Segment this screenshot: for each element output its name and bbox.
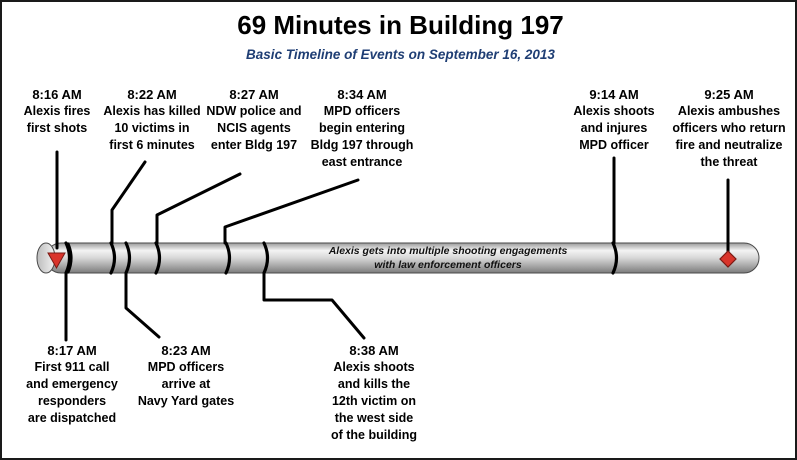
event-time: 8:22 AM — [127, 87, 177, 102]
event-time: 8:17 AM — [47, 343, 97, 358]
event-text: Bldg 197 through — [310, 138, 414, 152]
event-text: Alexis has killed — [103, 104, 201, 118]
event-time: 8:38 AM — [349, 343, 399, 358]
bar-caption-line-1: Alexis gets into multiple shooting engag… — [328, 245, 568, 257]
event-text: MPD officers — [323, 104, 401, 118]
event-text: are dispatched — [27, 411, 117, 425]
threat-neutralized-diamond-marker — [719, 250, 737, 268]
event-text: enter Bldg 197 — [210, 138, 298, 152]
ring-mark-823 — [124, 241, 132, 275]
event-914: 9:14 AM Alexis shoots and injures MPD of… — [562, 86, 666, 154]
ring-mark-838 — [262, 241, 270, 275]
event-text: 12th victim on — [331, 394, 417, 408]
ring-mark-827 — [154, 241, 162, 275]
event-text: first 6 minutes — [109, 138, 195, 152]
event-text: the threat — [700, 155, 758, 169]
event-time: 8:16 AM — [32, 87, 82, 102]
event-text: Alexis shoots — [573, 104, 655, 118]
page-subtitle: Basic Timeline of Events on September 16… — [246, 47, 555, 62]
event-time: 8:27 AM — [229, 87, 279, 102]
page-title: 69 Minutes in Building 197 — [237, 10, 564, 40]
event-838: 8:38 AM Alexis shoots and kills the 12th… — [316, 342, 432, 444]
event-816: 8:16 AM Alexis fires first shots — [17, 86, 97, 137]
leader-line-834 — [223, 178, 360, 245]
ring-mark-822 — [109, 241, 117, 275]
leader-line-823 — [124, 271, 161, 339]
event-827: 8:27 AM NDW police and NCIS agents enter… — [202, 86, 306, 154]
event-text: officers who return — [672, 121, 786, 135]
ring-mark-817 — [66, 242, 73, 274]
event-text: fire and neutralize — [675, 138, 783, 152]
event-text: MPD officers — [147, 360, 225, 374]
event-text: NDW police and — [206, 104, 302, 118]
event-822: 8:22 AM Alexis has killed 10 victims in … — [92, 86, 212, 154]
event-text: the west side — [334, 411, 414, 425]
event-time: 9:14 AM — [589, 87, 639, 102]
event-text: begin entering — [318, 121, 406, 135]
event-text: Navy Yard gates — [137, 394, 235, 408]
event-text: 10 victims in — [114, 121, 190, 135]
event-823: 8:23 AM MPD officers arrive at Navy Yard… — [130, 342, 242, 410]
event-text: first shots — [26, 121, 88, 135]
bar-caption-line-2: with law enforcement officers — [374, 259, 522, 271]
leader-line-827 — [155, 172, 242, 245]
leader-line-822 — [110, 160, 147, 245]
event-text: and injures — [580, 121, 648, 135]
event-817: 8:17 AM First 911 call and emergency res… — [22, 342, 122, 427]
event-text: NCIS agents — [217, 121, 291, 135]
event-text: Alexis shoots — [333, 360, 415, 374]
event-time: 8:34 AM — [337, 87, 387, 102]
event-834: 8:34 AM MPD officers begin entering Bldg… — [306, 86, 418, 171]
event-925: 9:25 AM Alexis ambushes officers who ret… — [664, 86, 794, 171]
first-shots-triangle-marker — [47, 252, 66, 270]
event-text: arrive at — [161, 377, 211, 391]
event-text: east entrance — [321, 155, 403, 169]
event-text: and kills the — [337, 377, 411, 391]
event-text: First 911 call — [34, 360, 110, 374]
leader-line-838 — [262, 271, 366, 340]
event-time: 9:25 AM — [704, 87, 754, 102]
event-text: Alexis ambushes — [677, 104, 781, 118]
event-text: and emergency — [26, 377, 118, 391]
ring-mark-914 — [611, 241, 619, 275]
event-text: responders — [37, 394, 107, 408]
event-text: of the building — [330, 428, 418, 442]
event-text: Alexis fires — [23, 104, 91, 118]
event-time: 8:23 AM — [161, 343, 211, 358]
event-text: MPD officer — [579, 138, 649, 152]
ring-mark-834 — [224, 241, 232, 275]
